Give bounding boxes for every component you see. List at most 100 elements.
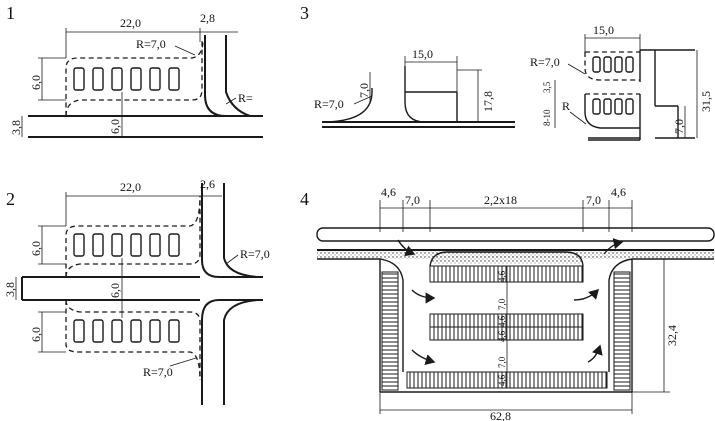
cross-edge: [223, 299, 259, 405]
figure-3-number: 3: [300, 3, 309, 23]
figure-3: 3 15,0 7,0 R=7,0 17,8: [300, 3, 713, 141]
dim-height-small-label: 7,0: [357, 83, 371, 98]
radius-right-label: R=7,0: [530, 55, 560, 69]
dim-depth-left-label: 6,0: [29, 75, 43, 90]
dim-inlet-label: 2,8: [200, 11, 215, 25]
stall: [168, 233, 180, 257]
leader: [353, 95, 373, 105]
bay-right-outline: [65, 40, 203, 117]
side-road-right-edge: [225, 35, 251, 117]
bay-outline: [584, 52, 640, 81]
figure-4: 4: [300, 185, 715, 421]
dim-depth-top-label: 6,0: [29, 241, 43, 256]
stall: [92, 233, 104, 257]
stall: [130, 319, 142, 343]
stall: [603, 56, 612, 73]
dim-row-label: 4,6: [497, 315, 507, 327]
radius-road-label: R=: [238, 91, 253, 105]
bay-outline: [65, 195, 201, 277]
dim-left-b-label: 7,0: [405, 193, 420, 207]
stall: [92, 319, 104, 343]
bay-curve: [321, 88, 373, 123]
cross-edge: [201, 299, 220, 405]
dim-height-right-label: 31,5: [699, 91, 713, 112]
leader: [225, 97, 237, 105]
stall: [111, 67, 123, 91]
flow-arrow-icon: [397, 239, 416, 257]
dim-center-label: 2,2x18: [484, 193, 517, 207]
dim-depth-middle-label: 6,0: [108, 119, 122, 134]
dim-aisle-label: 6,0: [108, 283, 122, 298]
dim-width-left-label: 15,0: [412, 47, 433, 61]
lot-edge: [608, 258, 633, 372]
leader: [569, 111, 587, 125]
radius-label: R=7,0: [136, 37, 166, 51]
bay-outline: [65, 300, 201, 381]
stall-row-top: [73, 233, 180, 257]
stall: [130, 67, 142, 91]
flow-arrow-icon: [411, 349, 436, 366]
figure-2: 2: [3, 177, 270, 405]
stall: [73, 319, 85, 343]
stall-row-top: [592, 56, 634, 73]
dim-row-label: 4,6: [497, 330, 507, 342]
radius-r-label: R: [562, 99, 570, 113]
figure-4-number: 4: [300, 189, 309, 209]
bay-outline: [65, 299, 201, 380]
flow-arrow-icon: [587, 344, 603, 363]
bay-top-outline: [65, 39, 204, 116]
service-road: [316, 227, 715, 242]
radius-top-label: R=7,0: [240, 247, 270, 261]
stall: [149, 233, 161, 257]
figure-1: 1 22,0 2,8 R=7,0 R= 6,0: [6, 3, 263, 138]
stall-row: [73, 67, 180, 91]
stall: [168, 319, 180, 343]
stall: [111, 233, 123, 257]
dim-height-bottom-label: 7,0: [672, 119, 686, 134]
stall: [592, 56, 601, 73]
stall: [111, 319, 123, 343]
dim-width-right-label: 15,0: [593, 23, 614, 37]
stall: [92, 67, 104, 91]
stall: [614, 98, 623, 115]
dim-range-label: 8-10: [542, 109, 552, 126]
radius-bottom-label: R=7,0: [143, 365, 173, 379]
dim-row-label: 4,6: [497, 374, 507, 386]
bay-outline: [65, 196, 201, 278]
stall: [168, 67, 180, 91]
dim-inlet-label: 2,6: [200, 177, 215, 191]
stall-row-top: [429, 265, 584, 283]
stall: [625, 98, 634, 115]
dim-height-total-label: 17,8: [481, 91, 495, 112]
dim-right-b-label: 7,0: [586, 193, 601, 207]
bay-outline: [584, 94, 640, 129]
dim-row-label: 4,6: [497, 270, 507, 282]
dim-road-label: 3,8: [9, 120, 23, 135]
bay-curve: [404, 66, 426, 123]
stall: [614, 56, 623, 73]
dim-left-a-label: 4,6: [381, 185, 396, 199]
stall-column-right: [613, 271, 631, 391]
side-road-left-edge: [204, 35, 227, 117]
radius-left-label: R=7,0: [314, 97, 344, 111]
dim-right-a-label: 4,6: [611, 185, 626, 199]
lot-edge: [379, 258, 404, 372]
stall-row-middle-2: [429, 326, 584, 341]
road-shoulder: [317, 251, 714, 259]
dim-gap-label: 3,5: [542, 81, 552, 93]
leader: [567, 63, 586, 75]
leader: [225, 254, 239, 265]
dim-depth-bottom-label: 6,0: [29, 327, 43, 342]
stall-row-bottom: [73, 319, 180, 343]
leader: [174, 45, 196, 56]
stall: [149, 67, 161, 91]
stall: [73, 233, 85, 257]
figure-1-number: 1: [6, 3, 15, 23]
stall: [73, 67, 85, 91]
stall: [592, 98, 601, 115]
top-island-fill: [432, 256, 582, 264]
cross-edge: [201, 183, 220, 278]
stall-column-left: [381, 271, 399, 391]
